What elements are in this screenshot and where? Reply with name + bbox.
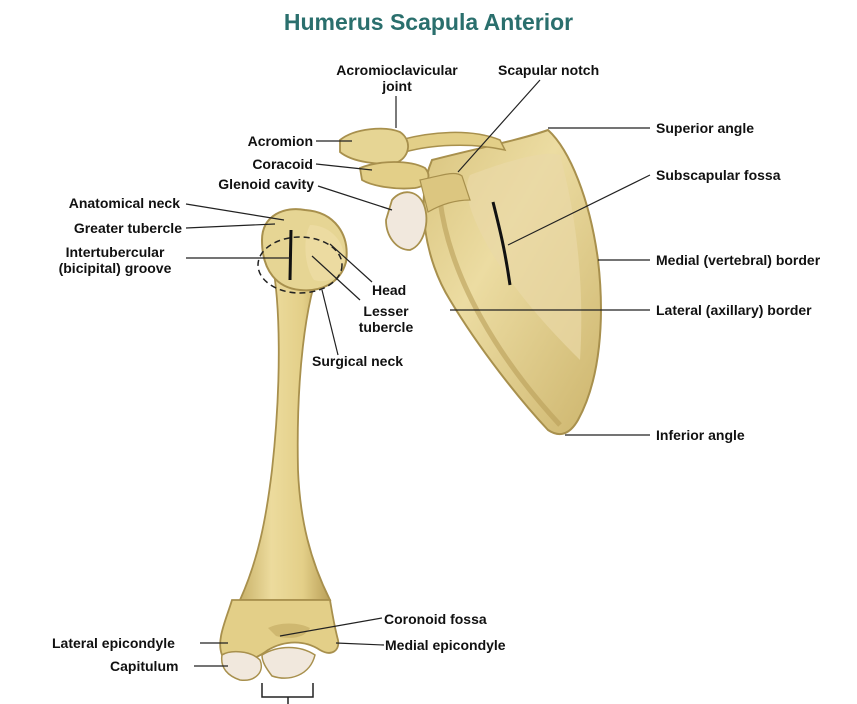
humerus-shaft	[240, 262, 330, 600]
label-superior-angle: Superior angle	[656, 120, 754, 136]
humerus	[220, 209, 346, 680]
trochlea-bracket	[262, 683, 313, 704]
coracoid	[360, 162, 428, 189]
leader-anatomical-neck	[186, 204, 284, 220]
glenoid-cavity	[386, 192, 426, 250]
label-medial-border: Medial (vertebral) border	[656, 252, 820, 268]
label-lateral-epicondyle: Lateral epicondyle	[52, 635, 175, 651]
leader-medial-epicondyle	[336, 643, 384, 645]
label-lateral-border: Lateral (axillary) border	[656, 302, 812, 318]
label-capitulum: Capitulum	[110, 658, 178, 674]
leader-greater-tubercle	[186, 224, 275, 228]
label-surgical-neck: Surgical neck	[312, 353, 403, 369]
leader-glenoid	[318, 186, 392, 210]
label-intertubercular-groove: Intertubercular (bicipital) groove	[40, 244, 190, 276]
label-coracoid: Coracoid	[212, 156, 313, 172]
label-greater-tubercle: Greater tubercle	[20, 220, 182, 236]
label-medial-epicondyle: Medial epicondyle	[385, 637, 506, 653]
leader-surgical-neck	[322, 290, 338, 355]
label-subscapular-fossa: Subscapular fossa	[656, 167, 781, 183]
label-glenoid-cavity: Glenoid cavity	[180, 176, 314, 192]
label-lesser-tubercle: Lesser tubercle	[346, 303, 426, 335]
label-inferior-angle: Inferior angle	[656, 427, 745, 443]
label-acromion: Acromion	[212, 133, 313, 149]
label-coronoid-fossa: Coronoid fossa	[384, 611, 487, 627]
label-acromioclavicular-joint: Acromioclavicular joint	[322, 62, 472, 94]
bicipital-groove-line	[290, 230, 291, 280]
label-scapular-notch: Scapular notch	[498, 62, 599, 78]
trochlea	[262, 648, 315, 679]
label-anatomical-neck: Anatomical neck	[20, 195, 180, 211]
acromion	[340, 129, 408, 164]
label-head: Head	[372, 282, 406, 298]
